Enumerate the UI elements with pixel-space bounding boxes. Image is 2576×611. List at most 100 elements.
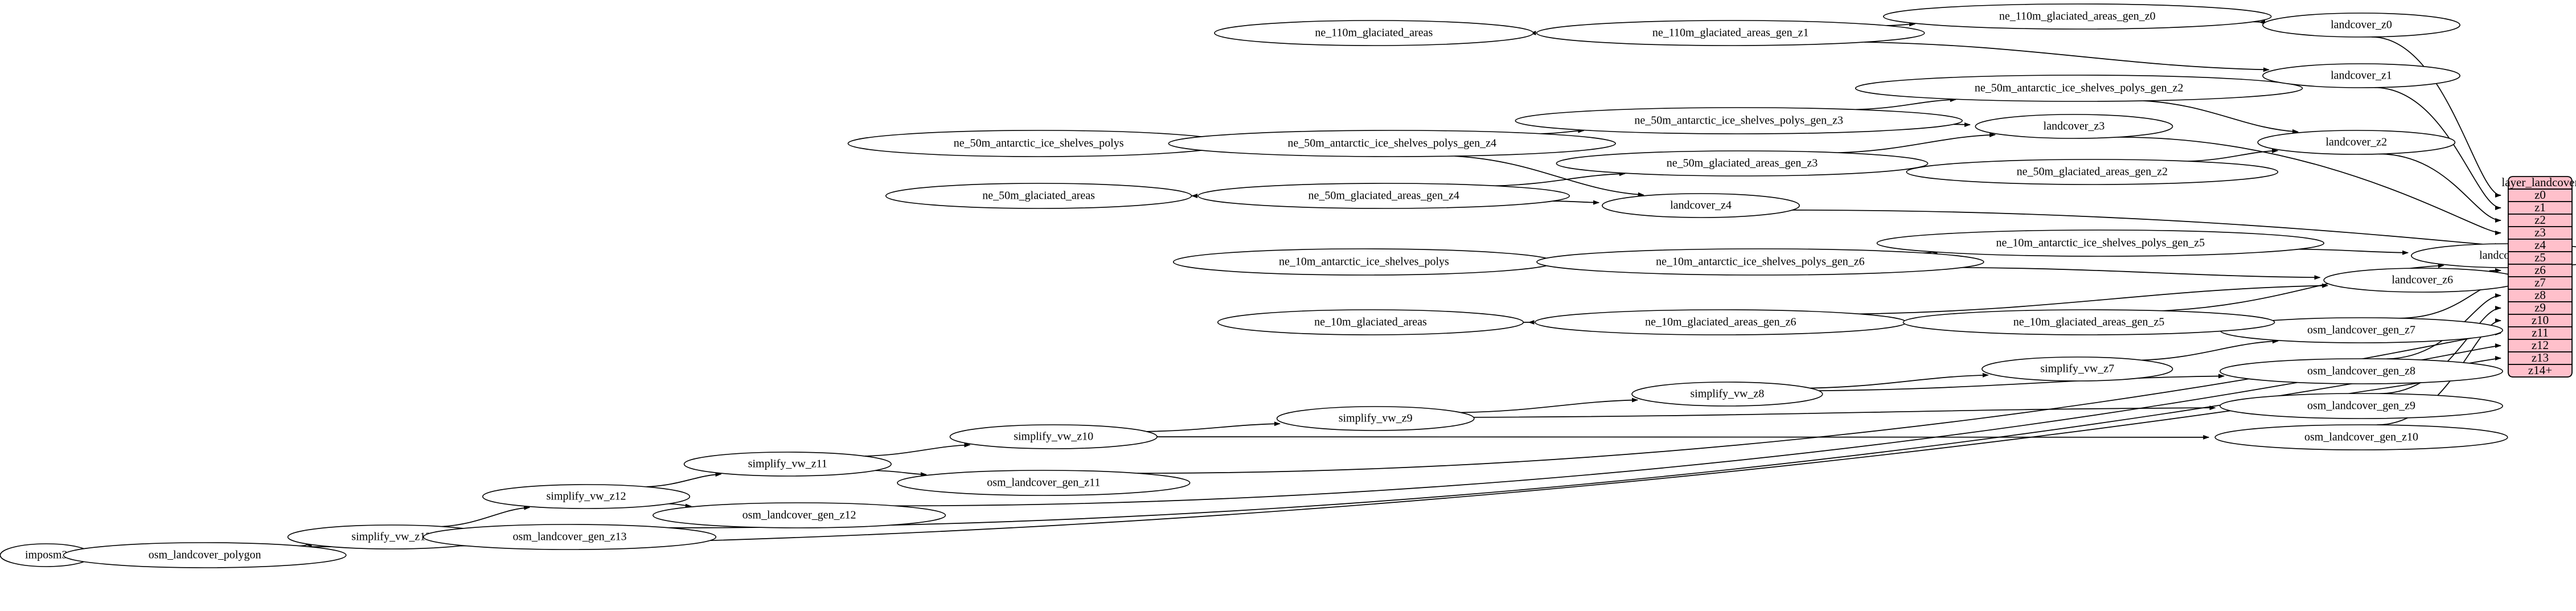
graph-node[interactable]: ne_50m_glaciated_areas_gen_z2 <box>1906 159 2279 185</box>
table-row-label: z4 <box>2534 238 2546 252</box>
node-label: ne_10m_antarctic_ice_shelves_polys_gen_z… <box>1656 256 1865 268</box>
graph-edge <box>2188 148 2279 162</box>
table-row[interactable]: z2 <box>2508 213 2573 227</box>
node-shape <box>63 542 347 568</box>
graph-node[interactable]: landcover_z2 <box>2257 130 2456 155</box>
graph-node[interactable]: ne_50m_glaciated_areas <box>885 183 1192 209</box>
node-shape <box>1217 309 1524 335</box>
node-shape <box>1982 356 2173 382</box>
node-shape <box>1882 3 2272 30</box>
graph-edge <box>309 368 2501 548</box>
node-shape <box>1631 382 1823 407</box>
node-label: ne_50m_antarctic_ice_shelves_polys_gen_z… <box>1975 82 2184 95</box>
node-shape <box>1975 114 2173 139</box>
graph-node[interactable]: imposm3 <box>0 543 93 567</box>
graph-node[interactable]: osm_landcover_gen_z10 <box>2214 424 2508 450</box>
node-shape <box>1855 75 2303 102</box>
node-label: landcover_z6 <box>2392 274 2453 286</box>
node-label: ne_110m_glaciated_areas_gen_z1 <box>1652 27 1809 39</box>
graph-edge <box>2378 153 2501 223</box>
graph-node[interactable]: simplify_vw_z8 <box>1631 382 1823 407</box>
table-row[interactable]: z13 <box>2508 351 2573 365</box>
table-row[interactable]: z3 <box>2508 225 2573 240</box>
table-row-label: z11 <box>2532 326 2549 339</box>
graph-node[interactable]: osm_landcover_gen_z8 <box>2220 358 2503 384</box>
graph-node[interactable]: landcover_z3 <box>1975 114 2173 139</box>
table-row[interactable]: z9 <box>2508 301 2573 315</box>
graph-node[interactable]: landcover_z6 <box>2323 268 2522 293</box>
graph-node[interactable]: ne_50m_antarctic_ice_shelves_polys_gen_z… <box>1515 107 1963 134</box>
table-row-label: z3 <box>2534 225 2546 239</box>
table-row-label: z5 <box>2534 251 2546 264</box>
graph-edge <box>2371 36 2501 198</box>
table-row[interactable]: z1 <box>2508 200 2573 215</box>
graph-node[interactable]: ne_10m_glaciated_areas_gen_z5 <box>1902 309 2275 335</box>
table-row[interactable]: z14+ <box>2508 363 2573 378</box>
graph-edge <box>2374 87 2501 210</box>
graph-node[interactable]: landcover_z1 <box>2262 63 2460 88</box>
node-shape <box>2262 63 2460 88</box>
graph-node[interactable]: osm_landcover_gen_z13 <box>423 524 717 550</box>
node-shape <box>1536 20 1925 46</box>
graph-edge <box>1886 22 1916 27</box>
graph-node[interactable]: landcover_z4 <box>1602 193 1800 218</box>
graph-node[interactable]: osm_landcover_gen_z12 <box>652 502 946 528</box>
graph-edge <box>2380 306 2501 395</box>
graph-node[interactable]: simplify_vw_z11 <box>683 452 892 477</box>
graph-node[interactable]: ne_10m_antarctic_ice_shelves_polys_gen_z… <box>1876 229 2325 257</box>
graph-edge <box>2142 339 2279 361</box>
node-label: osm_landcover_gen_z10 <box>2304 431 2418 444</box>
graph-node[interactable]: osm_landcover_gen_z11 <box>897 470 1191 496</box>
node-shape <box>949 424 1158 449</box>
node-shape <box>1168 130 1616 157</box>
graph-node[interactable]: osm_landcover_gen_z9 <box>2220 393 2503 419</box>
graph-node[interactable]: osm_landcover_gen_z7 <box>2220 317 2503 343</box>
graph-edge <box>1856 97 1956 110</box>
graph-node[interactable]: simplify_vw_z12 <box>482 484 691 509</box>
graph-edge <box>669 356 2501 528</box>
node-label: imposm3 <box>25 549 67 561</box>
node-label: osm_landcover_gen_z12 <box>743 509 856 522</box>
table-row[interactable]: z12 <box>2508 338 2573 352</box>
graph-node[interactable]: simplify_vw_z9 <box>1276 406 1475 431</box>
table-row[interactable]: z5 <box>2508 251 2573 265</box>
graph-node[interactable]: ne_50m_antarctic_ice_shelves_polys_gen_z… <box>1855 75 2303 102</box>
table-row-label: z2 <box>2534 213 2546 227</box>
graph-node[interactable]: simplify_vw_z7 <box>1982 356 2173 382</box>
node-label: osm_landcover_gen_z13 <box>513 531 627 543</box>
graph-node[interactable]: ne_50m_antarctic_ice_shelves_polys_gen_z… <box>1168 130 1616 157</box>
graph-edge <box>875 470 927 477</box>
node-shape <box>2220 358 2503 384</box>
graph-node[interactable]: osm_landcover_polygon <box>63 542 347 568</box>
graph-node[interactable]: ne_50m_glaciated_areas_gen_z4 <box>1197 183 1570 209</box>
node-shape <box>482 484 691 509</box>
graph-node[interactable]: landcover_z0 <box>2262 13 2460 38</box>
table-row[interactable]: z4 <box>2508 238 2573 252</box>
table-row[interactable]: z8 <box>2508 288 2573 302</box>
table-row[interactable]: z7 <box>2508 276 2573 290</box>
graph-node[interactable]: ne_10m_antarctic_ice_shelves_polys <box>1172 248 1555 276</box>
node-label: simplify_vw_z10 <box>1014 430 1093 443</box>
graph-edge <box>1454 155 1644 197</box>
graph-node[interactable]: ne_10m_glaciated_areas_gen_z6 <box>1534 309 1907 335</box>
graph-node[interactable]: ne_50m_glaciated_areas_gen_z3 <box>1556 150 1929 177</box>
graph-edge <box>1461 397 1639 413</box>
node-label: ne_10m_glaciated_areas_gen_z5 <box>2013 316 2164 329</box>
graph-node[interactable]: ne_110m_glaciated_areas_gen_z0 <box>1882 3 2272 30</box>
node-label: osm_landcover_gen_z7 <box>2307 324 2415 337</box>
node-label: ne_50m_antarctic_ice_shelves_polys <box>954 137 1124 150</box>
table-row[interactable]: z11 <box>2508 326 2573 340</box>
table-row-label: z12 <box>2532 338 2549 352</box>
graph-node[interactable]: ne_110m_glaciated_areas <box>1214 20 1534 46</box>
graph-node[interactable]: ne_110m_glaciated_areas_gen_z1 <box>1536 20 1925 46</box>
node-shape <box>1602 193 1800 218</box>
table-row[interactable]: z0 <box>2508 188 2573 202</box>
table-row[interactable]: z6 <box>2508 263 2573 277</box>
table-row[interactable]: z10 <box>2508 313 2573 327</box>
node-label: landcover_z3 <box>2044 120 2105 133</box>
graph-node[interactable]: ne_10m_glaciated_areas <box>1217 309 1524 335</box>
graph-node[interactable]: simplify_vw_z10 <box>949 424 1158 449</box>
graph-edge <box>1838 132 1996 154</box>
graph-node[interactable]: ne_10m_antarctic_ice_shelves_polys_gen_z… <box>1536 248 1984 276</box>
